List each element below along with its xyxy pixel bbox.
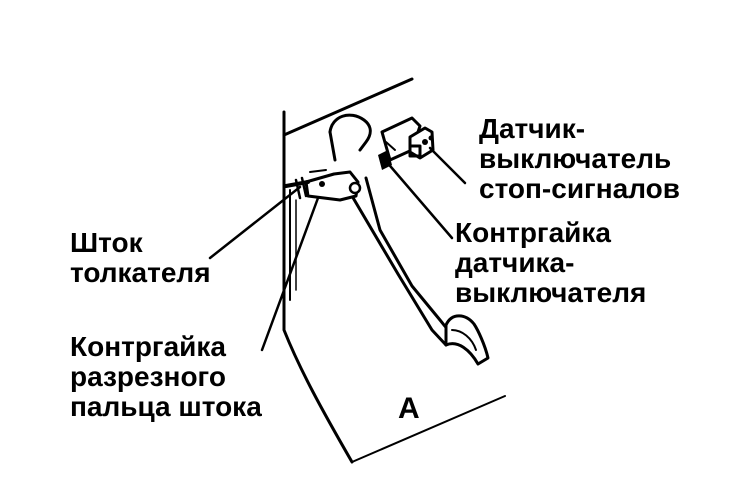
leader-lines <box>208 146 467 352</box>
pedal-bracket <box>282 77 506 464</box>
label-brake-light-switch: Датчик- выключатель стоп-сигналов <box>479 113 680 204</box>
label-switch-locknut: Контргайка датчика- выключателя <box>455 217 647 308</box>
label-pushrod: Шток толкателя <box>70 227 211 288</box>
label-clevis-pin-locknut: Контргайка разрезного пальца штока <box>70 331 262 422</box>
pushrod-clevis <box>284 169 362 202</box>
dimension-a-label: A <box>398 392 420 425</box>
